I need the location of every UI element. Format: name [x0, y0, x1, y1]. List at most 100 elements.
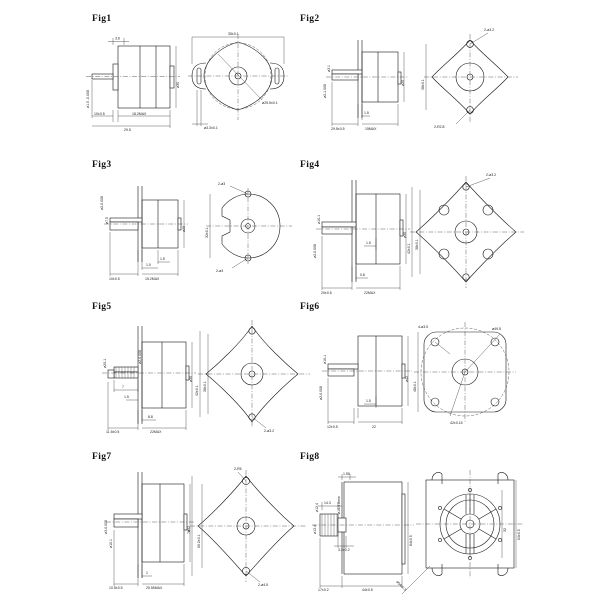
- fig8-drawing: ø12.4 ø14-0.8mm 84±0.5 14.3 1.55 3.3±0.2…: [306, 470, 524, 596]
- svg-text:ø12.4: ø12.4: [315, 503, 319, 512]
- svg-text:84±0.5: 84±0.5: [409, 535, 413, 546]
- svg-text:ø13.4: ø13.4: [313, 525, 317, 534]
- svg-text:66.2±0.1: 66.2±0.1: [197, 534, 201, 548]
- fig6-label: Fig6: [300, 302, 320, 312]
- svg-text:12±0.5: 12±0.5: [327, 425, 338, 429]
- fig2-face-view: 2-ø3.2 2-R2.8 38±0.1: [421, 28, 518, 129]
- fig8-side-view: ø12.4 ø14-0.8mm 84±0.5 14.3 1.55 3.3±0.2…: [312, 472, 414, 592]
- svg-text:ø3.1: ø3.1: [327, 65, 331, 72]
- svg-text:15MAX: 15MAX: [365, 127, 377, 131]
- fig7-side-view: ø10.1 ø3-0.008 ø52 1 10.5±0.5 25.55MAX: [104, 472, 194, 590]
- svg-text:ø2-0.008: ø2-0.008: [100, 196, 104, 210]
- svg-text:2-R5: 2-R5: [234, 467, 242, 471]
- svg-text:18.2MAX: 18.2MAX: [132, 112, 147, 116]
- fig8-label: Fig8: [300, 452, 320, 462]
- svg-text:10.5±0.5: 10.5±0.5: [109, 586, 123, 590]
- fig5-drawing: ø20-1 ø2-0.008 ø35 7 1.5 8.8 11.5±0.5 22…: [96, 320, 310, 438]
- fig3-side-view: ø7.5 ø2-0.008 ø28 1.0 1.5 10±0.5 15.2MAX: [100, 186, 188, 281]
- svg-text:ø2-0.008: ø2-0.008: [313, 244, 317, 258]
- svg-text:ø3.3±0.1: ø3.3±0.1: [204, 126, 218, 130]
- svg-text:1.5: 1.5: [364, 111, 369, 115]
- svg-text:42±0.1: 42±0.1: [195, 385, 199, 396]
- svg-text:ø2-0.008: ø2-0.008: [319, 386, 323, 400]
- fig1-face-view: ø25.5±0.1 35±0.1 ø3.3±0.1: [188, 32, 288, 130]
- fig2-drawing: ø3.1 ø2-1.008 ø25 1.5 29.5±0.5 15MAX 2-ø…: [320, 28, 520, 144]
- svg-text:29.5: 29.5: [124, 128, 131, 132]
- svg-text:ø2-0.008: ø2-0.008: [138, 350, 142, 364]
- fig4-drawing: ø10-1 ø2-0.008 ø35 1.5 0.8 20±0.5 22MAX: [310, 173, 524, 300]
- fig4-face-view: 2-ø3.2 38±0.1 42±0.1: [407, 173, 524, 288]
- svg-text:ø25.5±0.1: ø25.5±0.1: [262, 101, 278, 105]
- svg-text:32: 32: [503, 528, 507, 532]
- svg-text:ø16-1: ø16-1: [323, 355, 327, 364]
- svg-text:ø35: ø35: [403, 232, 407, 238]
- fig7-face-view: 2-R5 2-ø4.5 66.2±0.1 70 ø13.4: [187, 467, 317, 587]
- svg-text:1: 1: [146, 571, 148, 575]
- fig1-side-view: 3.6 10±0.5 18.2MAX 29.5 ø1.5 -0.008 ø30: [86, 37, 180, 132]
- svg-text:2-ø3.2: 2-ø3.2: [486, 173, 496, 177]
- fig4-side-view: ø10-1 ø2-0.008 ø35 1.5 0.8 20±0.5 22MAX: [313, 180, 410, 295]
- svg-text:2-ø3.2: 2-ø3.2: [264, 429, 274, 433]
- fig7-label: Fig7: [92, 452, 112, 462]
- svg-text:22MAX: 22MAX: [150, 430, 162, 434]
- svg-text:38±0.1: 38±0.1: [421, 79, 425, 90]
- fig4-label: Fig4: [300, 160, 320, 170]
- svg-text:1.55: 1.55: [343, 472, 350, 476]
- fig2-label: Fig2: [300, 14, 320, 24]
- svg-text:1.0: 1.0: [146, 263, 151, 267]
- svg-text:22MAX: 22MAX: [364, 291, 376, 295]
- svg-text:11.5±0.5: 11.5±0.5: [106, 430, 119, 434]
- svg-text:0.8: 0.8: [360, 273, 365, 277]
- svg-text:ø14-0.8mm: ø14-0.8mm: [337, 496, 341, 514]
- fig2-side-view: ø3.1 ø2-1.008 ø25 1.5 29.5±0.5 15MAX: [323, 40, 408, 131]
- svg-text:15.2MAX: 15.2MAX: [145, 277, 160, 281]
- fig3-drawing: ø7.5 ø2-0.008 ø28 1.0 1.5 10±0.5 15.2MAX: [96, 180, 296, 288]
- svg-text:ø7.5: ø7.5: [105, 217, 109, 224]
- svg-text:48±0.1: 48±0.1: [413, 381, 417, 392]
- fig6-drawing: ø16-1 ø2-0.008 ø42 1.5 12±0.5 22: [318, 320, 522, 438]
- svg-text:1.5: 1.5: [366, 241, 371, 245]
- svg-text:32±0.1: 32±0.1: [205, 227, 209, 238]
- svg-text:35±0.1: 35±0.1: [228, 32, 239, 36]
- svg-text:14.3: 14.3: [324, 501, 331, 505]
- svg-text:ø25: ø25: [401, 80, 405, 86]
- svg-text:2-ø3: 2-ø3: [216, 269, 223, 273]
- svg-text:64±0.5: 64±0.5: [517, 529, 521, 540]
- svg-text:ø35: ø35: [189, 376, 193, 382]
- svg-text:8.8: 8.8: [148, 415, 153, 419]
- svg-text:29.5±0.5: 29.5±0.5: [331, 127, 345, 131]
- fig3-label: Fig3: [92, 160, 112, 170]
- svg-text:1.5: 1.5: [124, 395, 129, 399]
- svg-text:3.3±0.2: 3.3±0.2: [338, 548, 350, 552]
- fig7-drawing: ø10.1 ø3-0.008 ø52 1 10.5±0.5 25.55MAX 2…: [96, 467, 317, 594]
- svg-text:2-R2.8: 2-R2.8: [434, 125, 445, 129]
- svg-text:44±0.5: 44±0.5: [362, 588, 373, 592]
- fig6-side-view: ø16-1 ø2-0.008 ø42 1.5 12±0.5 22: [319, 335, 412, 429]
- svg-text:3.6: 3.6: [115, 37, 120, 41]
- svg-text:ø2-1.008: ø2-1.008: [323, 84, 327, 98]
- svg-text:ø30: ø30: [176, 82, 180, 88]
- fig8-face-view: ø54±0.3 32 64±0.5: [395, 470, 524, 595]
- svg-text:4-ø3.5: 4-ø3.5: [418, 325, 428, 329]
- svg-text:ø20-1: ø20-1: [103, 359, 107, 368]
- svg-text:7: 7: [122, 385, 124, 389]
- svg-text:25.55MAX: 25.55MAX: [146, 586, 163, 590]
- svg-text:38±0.1: 38±0.1: [415, 239, 419, 250]
- svg-text:ø49.5: ø49.5: [492, 327, 501, 331]
- svg-text:10±0.5: 10±0.5: [109, 277, 120, 281]
- svg-text:ø1.5 -0.008: ø1.5 -0.008: [86, 90, 90, 108]
- svg-text:ø54±0.3: ø54±0.3: [395, 580, 407, 592]
- svg-text:ø10.1: ø10.1: [109, 539, 113, 548]
- svg-text:ø3-0.008: ø3-0.008: [104, 520, 108, 534]
- fig5-label: Fig5: [92, 302, 112, 312]
- fig1-drawing: 3.6 10±0.5 18.2MAX 29.5 ø1.5 -0.008 ø30: [84, 30, 290, 145]
- svg-text:70: 70: [187, 530, 191, 534]
- svg-text:ø52: ø52: [187, 526, 191, 532]
- fig5-face-view: 2-ø3.2 38±0.1 42±0.1: [195, 320, 310, 433]
- svg-text:1.5: 1.5: [366, 399, 371, 403]
- svg-text:22: 22: [372, 425, 376, 429]
- svg-text:ø10-1: ø10-1: [317, 215, 321, 224]
- fig3-face-view: 2-ø3 2-ø3 32±0.1: [205, 182, 292, 273]
- fig6-face-view: 4-ø3.5 ø49.5 42±0.15 48±0.1: [413, 322, 516, 425]
